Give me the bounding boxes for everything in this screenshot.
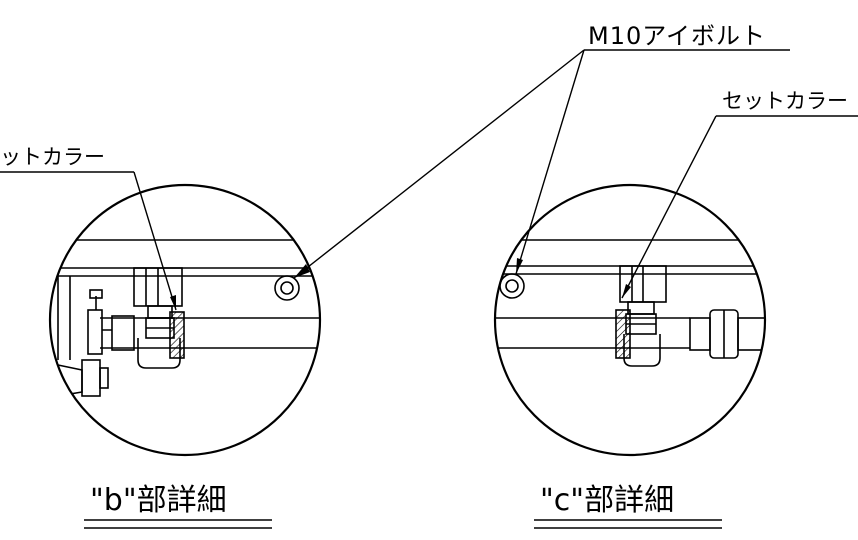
set-collar-b — [169, 311, 185, 359]
detail-b — [48, 183, 322, 457]
detail-c — [493, 183, 767, 457]
set-collar-right-label: セットカラー — [722, 89, 848, 113]
eyebolt-ring-b — [274, 275, 300, 301]
detail-b-caption: "b"部詳細 — [90, 483, 227, 518]
detail-c-underline — [534, 519, 722, 529]
detail-b-underline — [84, 519, 272, 529]
detail-b-circle — [48, 183, 322, 457]
set-collar-c — [615, 309, 631, 359]
detail-c-caption: "c"部詳細 — [540, 483, 674, 518]
eyebolt-label: M10アイボルト — [588, 22, 766, 50]
detail-c-circle — [493, 183, 767, 457]
set-collar-left-label: ットカラー — [0, 145, 105, 169]
eyebolt-ring-c — [499, 273, 525, 299]
arrowheads — [170, 258, 631, 310]
leader-lines — [0, 49, 858, 311]
